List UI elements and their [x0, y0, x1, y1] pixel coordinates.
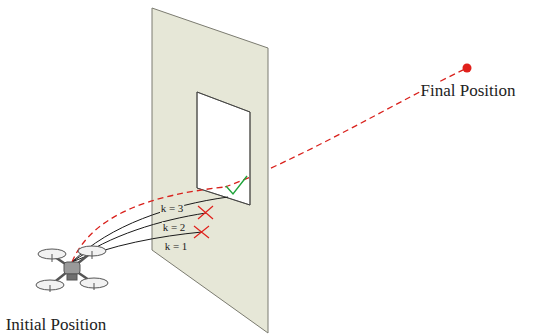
iteration-label: k = 2 [162, 222, 187, 233]
window-opening [197, 92, 250, 205]
trajectory-k2 [72, 213, 206, 262]
quadrotor [36, 246, 108, 292]
success-check [226, 176, 247, 194]
final-position-dot [463, 64, 472, 73]
planned-path-front [72, 187, 225, 262]
iteration-label: k = 3 [160, 203, 185, 214]
fail-marks [194, 206, 213, 238]
iteration-label: k = 1 [164, 241, 189, 252]
final-position-label: Final Position [421, 82, 516, 99]
wall [152, 8, 268, 333]
trajectory-k1 [72, 232, 202, 262]
initial-position-label: Initial Position [6, 316, 107, 333]
